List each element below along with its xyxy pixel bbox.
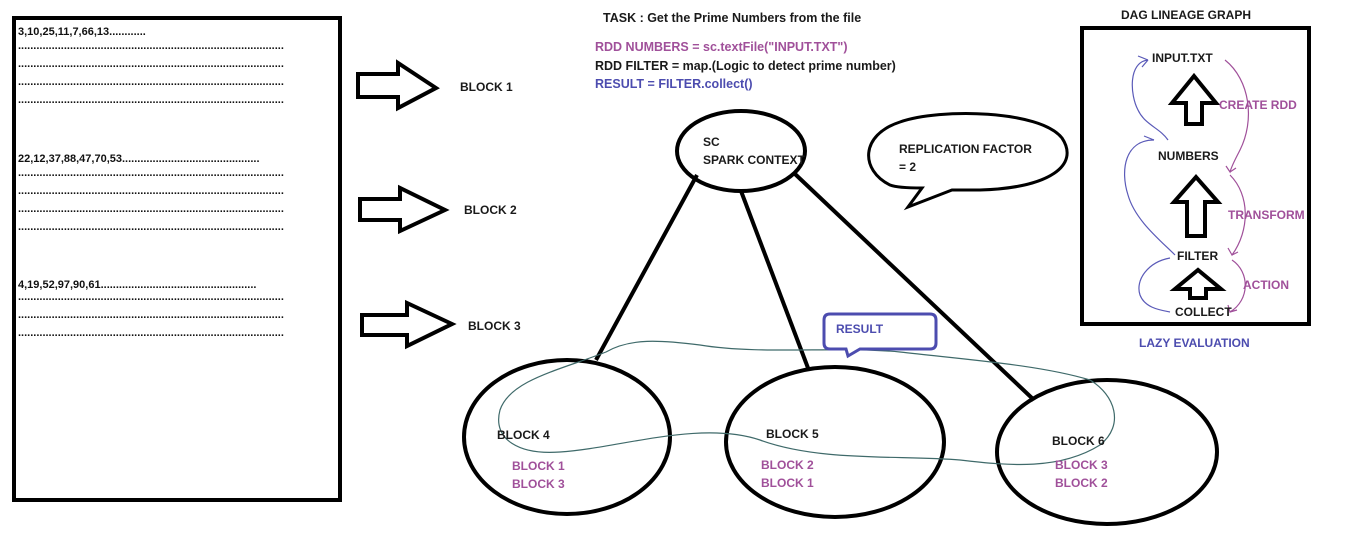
task-title: TASK : Get the Prime Numbers from the fi… <box>603 11 862 25</box>
result-callout-label: RESULT <box>836 322 884 336</box>
dag-create-rdd-label: CREATE RDD <box>1219 98 1297 112</box>
dag-scribble-left-2 <box>1124 135 1176 256</box>
dag-scribble-left-1 <box>1131 55 1169 141</box>
input-file-box <box>12 16 342 502</box>
block2-label: BLOCK 2 <box>464 203 517 217</box>
file-line-1: 3,10,25,11,7,66,13............ <box>18 26 146 38</box>
node5-replica-1: BLOCK 2 <box>761 458 814 472</box>
node4-ellipse <box>462 358 672 516</box>
file-filler-line: ........................................… <box>18 94 284 106</box>
block2-arrow <box>358 184 450 235</box>
dag-scribble-left-3 <box>1138 257 1171 313</box>
node4-replica-2: BLOCK 3 <box>512 477 565 491</box>
dag-action-label: ACTION <box>1243 278 1289 292</box>
block3-arrow <box>360 299 457 350</box>
dag-transform-label: TRANSFORM <box>1228 208 1305 222</box>
spark-context-label: SPARK CONTEXT <box>703 153 805 167</box>
dag-node-input: INPUT.TXT <box>1152 51 1213 65</box>
block1-arrow <box>356 59 440 112</box>
sc-to-node5-line <box>739 190 810 369</box>
dag-node-collect: COLLECT <box>1175 305 1232 319</box>
dag-arrow-numbers <box>1169 173 1223 238</box>
node5-label: BLOCK 5 <box>766 427 819 441</box>
node6-ellipse <box>995 378 1219 526</box>
file-filler-line: ........................................… <box>18 203 284 215</box>
result-callout-shape <box>822 312 938 359</box>
result-scribble <box>498 340 1116 466</box>
node4-label: BLOCK 4 <box>497 428 550 442</box>
block3-label: BLOCK 3 <box>468 319 521 333</box>
dag-scribble-right-3 <box>1227 259 1246 313</box>
node5-ellipse <box>724 365 946 519</box>
rdd-filter-code: RDD FILTER = map.(Logic to detect prime … <box>595 59 896 73</box>
file-filler-line: ........................................… <box>18 76 284 88</box>
file-filler-line: ........................................… <box>18 185 284 197</box>
dag-scribble-right-2 <box>1227 174 1246 257</box>
node5-replica-2: BLOCK 1 <box>761 476 814 490</box>
file-line-2: 22,12,37,88,47,70,53....................… <box>18 153 260 165</box>
dag-node-filter: FILTER <box>1177 249 1219 263</box>
node6-label: BLOCK 6 <box>1052 434 1105 448</box>
result-code: RESULT = FILTER.collect() <box>595 77 753 91</box>
dag-box <box>1080 26 1311 326</box>
replication-bubble <box>867 112 1069 211</box>
file-filler-line: ........................................… <box>18 40 284 52</box>
rdd-numbers-code: RDD NUMBERS = sc.textFile("INPUT.TXT") <box>595 40 848 54</box>
file-filler-line: ........................................… <box>18 309 284 321</box>
dag-title: DAG LINEAGE GRAPH <box>1121 8 1252 22</box>
file-filler-line: ........................................… <box>18 221 284 233</box>
dag-node-numbers: NUMBERS <box>1158 149 1219 163</box>
block1-label: BLOCK 1 <box>460 80 513 94</box>
node4-replica-1: BLOCK 1 <box>512 459 565 473</box>
node6-replica-2: BLOCK 2 <box>1055 476 1108 490</box>
dag-arrow-input <box>1167 72 1221 126</box>
file-filler-line: ........................................… <box>18 167 284 179</box>
lazy-evaluation-label: LAZY EVALUATION <box>1139 336 1250 350</box>
file-filler-line: ........................................… <box>18 58 284 70</box>
file-filler-line: ........................................… <box>18 327 284 339</box>
replication-value: = 2 <box>899 160 917 174</box>
sc-to-node4-line <box>594 174 699 361</box>
file-line-3: 4,19,52,97,90,61........................… <box>18 279 257 291</box>
node6-replica-1: BLOCK 3 <box>1055 458 1108 472</box>
replication-label: REPLICATION FACTOR <box>899 142 1032 156</box>
dag-scribble-right-1 <box>1224 59 1250 174</box>
dag-arrow-filter <box>1169 267 1227 300</box>
file-filler-line: ........................................… <box>18 291 284 303</box>
spark-context-abbr: SC <box>703 135 720 149</box>
